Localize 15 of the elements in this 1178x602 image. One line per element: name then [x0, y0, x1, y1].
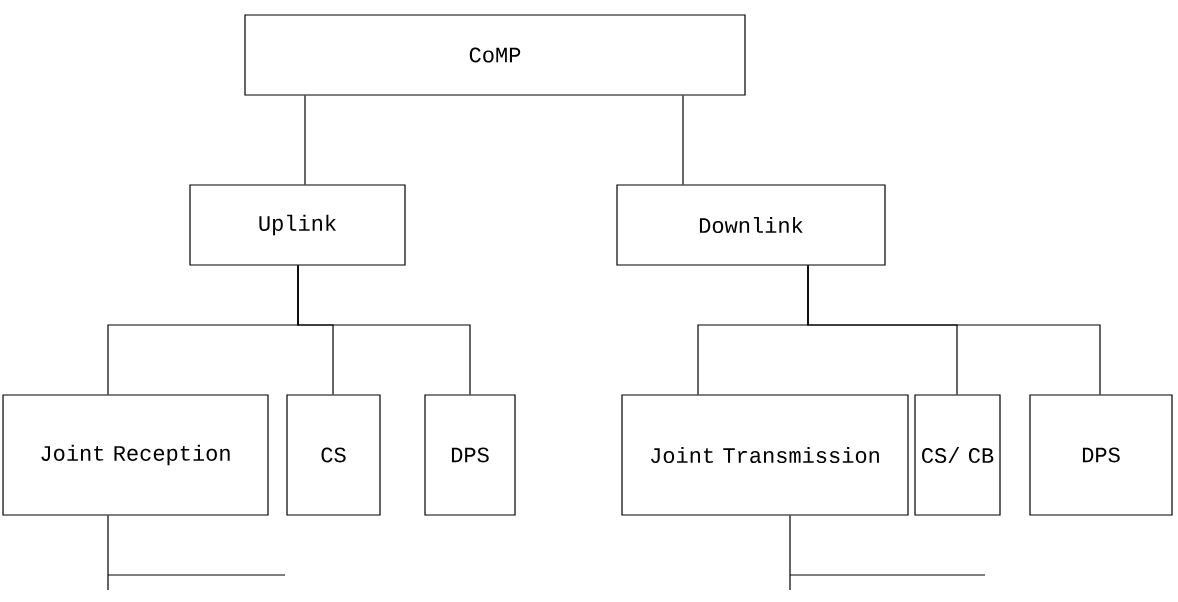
connector-line	[789, 515, 986, 591]
process-box: Joint Reception	[2, 394, 269, 516]
process-box: DPS	[1029, 394, 1173, 516]
process-box: DPS	[424, 394, 516, 516]
process-box: Downlink	[616, 184, 886, 266]
process-box: Joint Transmission	[621, 394, 909, 516]
connector-line	[682, 95, 684, 185]
process-box: CS	[286, 394, 381, 516]
connector-line	[304, 95, 306, 185]
process-box: CS/ CB	[914, 394, 1001, 516]
connector-line	[297, 265, 471, 395]
process-box: CoMP	[244, 14, 746, 96]
process-box: Uplink	[189, 184, 406, 266]
connector-line	[107, 515, 286, 591]
connector-line	[807, 265, 1101, 395]
